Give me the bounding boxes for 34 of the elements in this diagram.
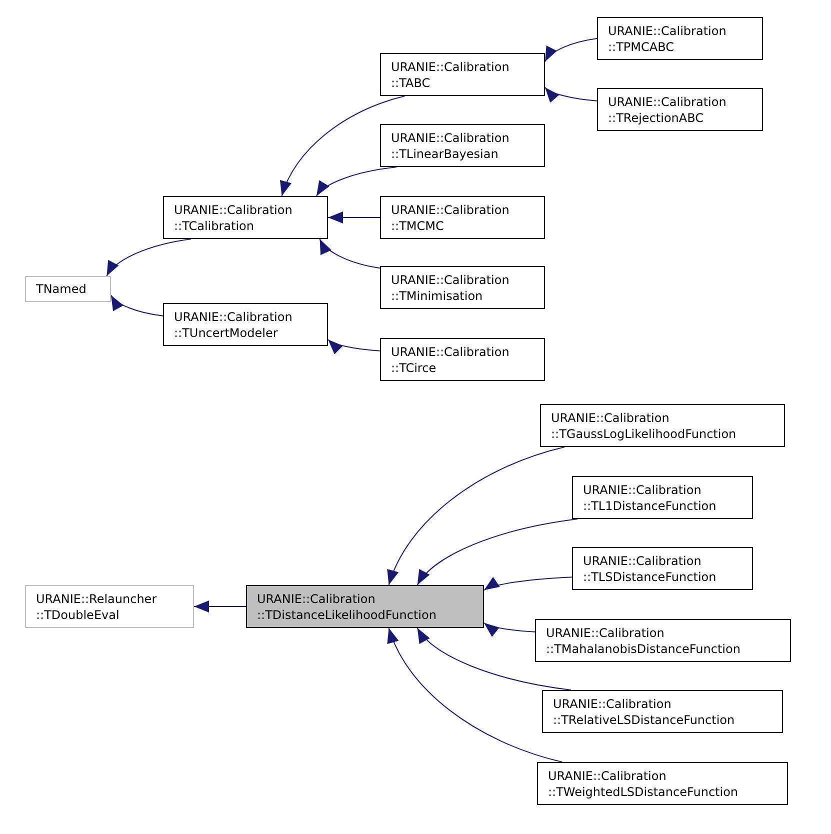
inheritance-arrow bbox=[106, 238, 192, 276]
inheritance-arrow bbox=[484, 576, 572, 591]
class-box: URANIE::Calibration ::TMinimisation bbox=[380, 266, 545, 309]
class-box: URANIE::Calibration ::TLinearBayesian bbox=[380, 124, 545, 167]
inheritance-arrow bbox=[194, 600, 246, 612]
class-box: URANIE::Calibration ::TRelativeLSDistanceFunction bbox=[542, 690, 783, 733]
inheritance-arrow bbox=[544, 86, 598, 102]
inheritance-arrow bbox=[544, 38, 598, 62]
class-box: URANIE::Calibration ::TGaussLogLikelihoodFunction bbox=[540, 404, 785, 447]
inheritance-arrow bbox=[416, 518, 578, 586]
class-box: URANIE::Calibration ::TCalibration bbox=[163, 196, 328, 239]
class-box: URANIE::Calibration ::TPMCABC bbox=[597, 17, 763, 60]
inheritance-arrow bbox=[388, 446, 565, 586]
class-box: URANIE::Calibration ::TCirce bbox=[380, 338, 545, 381]
inheritance-arrow bbox=[328, 212, 380, 224]
class-box: TNamed bbox=[25, 276, 111, 302]
class-box: URANIE::Calibration ::TDistanceLikelihoodFunction bbox=[246, 585, 484, 628]
class-box: URANIE::Calibration ::TLSDistanceFunction bbox=[572, 547, 753, 590]
inheritance-arrow bbox=[110, 294, 164, 316]
class-box: URANIE::Calibration ::TUncertModeler bbox=[163, 303, 328, 346]
class-box: URANIE::Calibration ::TWeightedLSDistanceFunction bbox=[537, 762, 788, 805]
inheritance-arrow bbox=[319, 238, 380, 269]
inheritance-arrow bbox=[484, 622, 536, 636]
class-box: URANIE::Calibration ::TMCMC bbox=[380, 196, 545, 239]
inheritance-arrow bbox=[388, 628, 563, 762]
class-box: URANIE::Calibration ::TL1DistanceFunction bbox=[572, 476, 753, 519]
inheritance-arrow bbox=[328, 339, 380, 354]
inheritance-arrow bbox=[316, 166, 397, 196]
class-box: URANIE::Calibration ::TABC bbox=[380, 53, 545, 96]
class-box: URANIE::Relauncher ::TDoubleEval bbox=[25, 585, 194, 628]
inheritance-arrow bbox=[281, 96, 406, 196]
inheritance-arrow bbox=[416, 628, 572, 690]
class-box: URANIE::Calibration ::TMahalanobisDistanceFunction bbox=[535, 619, 791, 662]
class-box: URANIE::Calibration ::TRejectionABC bbox=[597, 88, 763, 131]
